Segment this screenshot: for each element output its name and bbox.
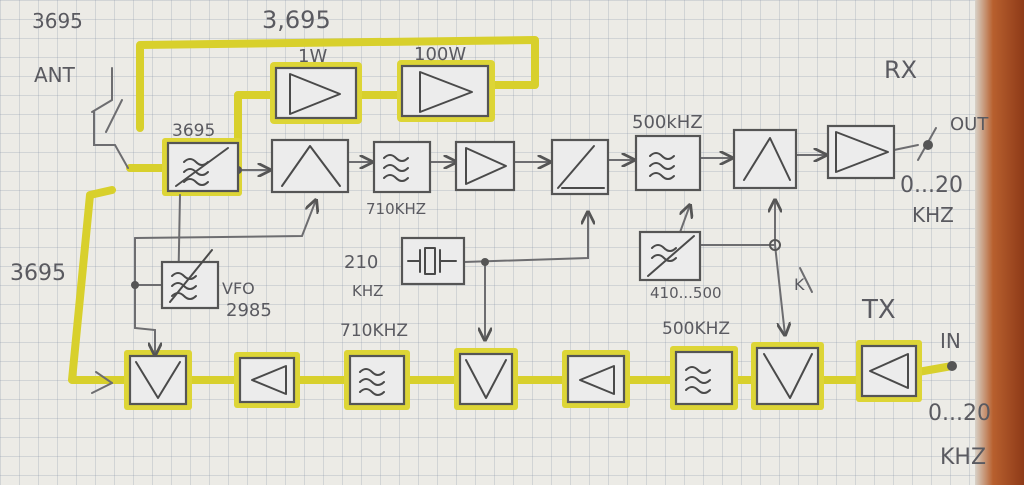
in-label: IN: [940, 329, 961, 353]
tx-mixer-2: [458, 352, 514, 406]
tx-amplifier-2: [566, 354, 626, 404]
vfo2-mark-label: K: [794, 275, 805, 294]
amp-100w-label: 100W: [414, 44, 466, 65]
power-amplifiers: [274, 64, 490, 120]
junction-dots: [131, 140, 957, 371]
rx-chain: [166, 124, 896, 196]
filter-710khz-bottom-label: 710KHZ: [340, 321, 408, 341]
bandpass-filter-3695: [166, 141, 240, 193]
labels: 3695 3,695 1W 100W ANT RX OUT 0...20 KHZ…: [10, 6, 991, 470]
vfo-410-500: [638, 230, 702, 282]
top-freq-label: 3,695: [262, 6, 331, 34]
filter-710khz-rx: [372, 140, 432, 194]
wooden-desk-edge: [975, 0, 1024, 485]
amplifier-1w: [274, 66, 358, 120]
oscillators: [160, 230, 702, 310]
amplifier-100w: [400, 64, 490, 118]
mixer-2: [550, 138, 610, 196]
in-range-label: 0...20: [928, 401, 991, 426]
mixer-1: [270, 138, 350, 194]
if-amplifier-rx: [454, 140, 516, 192]
amp-1w-label: 1W: [298, 46, 327, 67]
out-unit-label: KHZ: [912, 203, 954, 227]
tx-amplifier-1: [238, 356, 296, 404]
rx-label: RX: [884, 56, 917, 84]
filter-710khz-tx: [348, 354, 406, 406]
filter-500khz-rx: [634, 134, 702, 192]
filter-710khz-top-label: 710KHZ: [366, 200, 426, 218]
tx-chain: [128, 344, 918, 406]
tx-mixer-1: [755, 346, 820, 406]
mixer-3: [732, 128, 798, 190]
tx-input-amplifier: [860, 344, 918, 398]
vfo-freq-label: 2985: [226, 300, 272, 321]
vfo2-range-label: 410...500: [650, 284, 722, 302]
audio-amplifier-rx: [826, 124, 896, 180]
out-range-label: 0...20: [900, 173, 963, 198]
vfo-label: VFO: [222, 279, 255, 298]
left-freq-label: 3695: [10, 261, 66, 286]
filter-500khz-tx: [674, 350, 734, 406]
pencil-wires: [91, 67, 937, 394]
tx-mixer-final: [128, 354, 188, 406]
crystal-unit-label: KHZ: [352, 282, 383, 300]
filter-3695-label: 3695: [172, 121, 215, 141]
crystal-freq-label: 210: [344, 252, 378, 273]
vfo-2985: [160, 249, 220, 310]
in-unit-label: KHZ: [940, 445, 986, 470]
antenna-label: ANT: [34, 63, 76, 87]
filter-500khz-bottom-label: 500KHZ: [662, 319, 730, 339]
out-label: OUT: [950, 114, 989, 135]
crystal-oscillator-210khz: [400, 236, 466, 286]
filter-500khz-top-label: 500kHZ: [632, 112, 703, 133]
corner-freq-label: 3695: [32, 9, 83, 33]
tx-label: TX: [861, 295, 896, 325]
